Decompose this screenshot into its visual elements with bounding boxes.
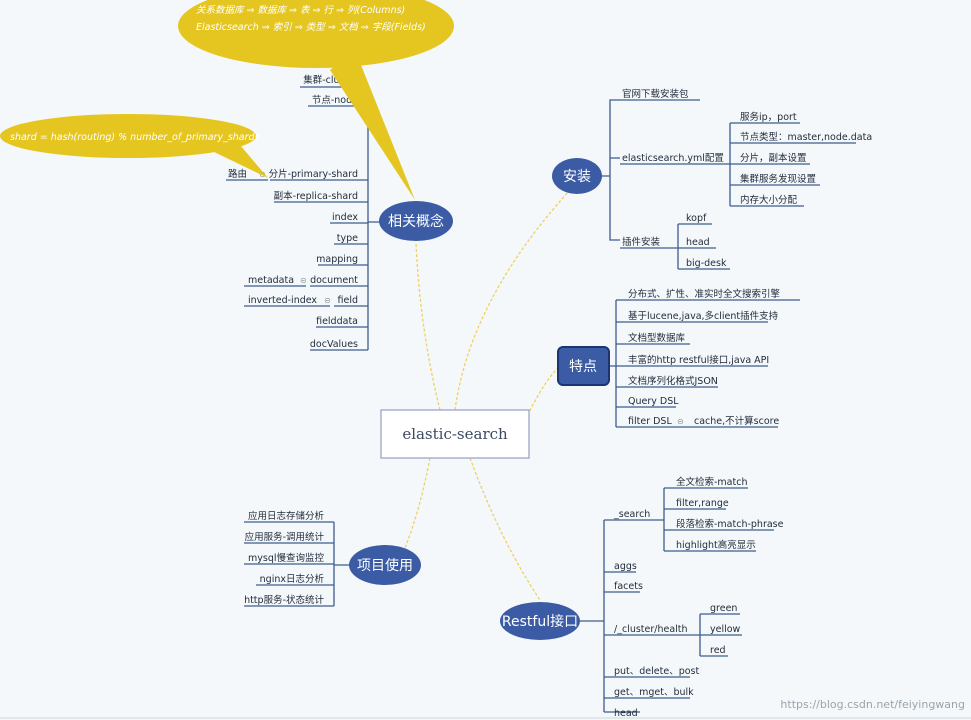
- search-child-2: 段落检索-match-phrase: [676, 518, 784, 530]
- config-child-2: 分片，副本设置: [740, 152, 807, 164]
- feature-4: 文档序列化格式JSON: [628, 375, 718, 387]
- concept-inverted: inverted-index: [248, 295, 317, 306]
- connector-usage: [404, 457, 431, 549]
- feature-1: 基于lucene,java,多client插件支持: [628, 310, 779, 322]
- config-child-3: 集群服务发现设置: [740, 173, 816, 185]
- callout-mapping-line-0: 关系数据库 ⇒ 数据库 ⇒ 表 ⇒ 行 ⇒ 列(Columns): [196, 5, 405, 16]
- plugin-child-1: head: [686, 237, 710, 248]
- center-label: elastic-search: [402, 425, 508, 443]
- restful-lines: [580, 487, 774, 713]
- topic-concepts-label: 相关概念: [388, 213, 444, 230]
- features-lines: [610, 299, 800, 428]
- topic-features-label: 特点: [569, 359, 597, 375]
- usage-1: 应用服务-调用统计: [245, 531, 325, 543]
- callout-shard-text: shard = hash(routing) % number_of_primar…: [10, 132, 260, 143]
- usage-lines: [244, 521, 368, 607]
- restful-search: _search: [613, 509, 650, 520]
- config-child-0: 服务ip，port: [740, 111, 797, 123]
- topic-usage[interactable]: 项目使用: [349, 545, 421, 585]
- topic-features[interactable]: 特点: [557, 346, 610, 386]
- topic-usage-label: 项目使用: [357, 557, 413, 574]
- config-child-4: 内存大小分配: [740, 194, 798, 206]
- concept-routing: 路由: [228, 168, 247, 180]
- concept-7: document: [310, 275, 358, 286]
- connector-restful: [469, 457, 541, 601]
- callout-mapping: 关系数据库 ⇒ 数据库 ⇒ 表 ⇒ 行 ⇒ 列(Columns) Elastic…: [178, 0, 454, 200]
- collapse-icon-inverted[interactable]: ⊝: [324, 296, 331, 305]
- concept-2: 分片-primary-shard: [269, 168, 358, 180]
- usage-4: http服务-状态统计: [244, 594, 324, 606]
- search-child-1: filter,range: [676, 498, 729, 509]
- usage-0: 应用日志存储分析: [248, 510, 325, 522]
- feature-filter-child: cache,不计算score: [694, 415, 779, 427]
- usage-3: nginx日志分析: [260, 573, 325, 585]
- callout-shard: shard = hash(routing) % number_of_primar…: [0, 114, 268, 178]
- concepts-lines: [226, 86, 380, 351]
- topic-restful[interactable]: Restful接口: [500, 602, 580, 640]
- concept-5: type: [337, 233, 358, 244]
- health-child-1: yellow: [710, 624, 741, 635]
- concept-10: docValues: [310, 339, 358, 350]
- callout-mapping-line-1: Elasticsearch ⇒ 索引 ⇒ 类型 ⇒ 文档 ⇒ 字段(Fields…: [196, 21, 426, 33]
- concept-9: fielddata: [316, 316, 358, 327]
- restful-item-2: /_cluster/health: [614, 624, 688, 635]
- concept-6: mapping: [316, 254, 358, 265]
- concept-1: 节点-node: [312, 95, 358, 106]
- topic-install-label: 安装: [563, 169, 591, 185]
- concept-3: 副本-replica-shard: [274, 190, 358, 202]
- feature-3: 丰富的http restful接口,java API: [628, 354, 769, 366]
- install-download: 官网下载安装包: [622, 88, 689, 100]
- restful-item-1: facets: [614, 581, 643, 592]
- install-config: elasticsearch.yml配置: [622, 153, 724, 164]
- concept-metadata: metadata: [248, 275, 294, 286]
- search-child-0: 全文检索-match: [676, 476, 747, 488]
- topic-concepts[interactable]: 相关概念: [379, 201, 453, 241]
- config-child-1: 节点类型：master,node.data: [740, 131, 872, 143]
- search-child-3: highlight高亮显示: [676, 539, 756, 551]
- plugin-child-2: big-desk: [686, 258, 727, 269]
- health-child-0: green: [710, 603, 737, 614]
- feature-2: 文档型数据库: [628, 332, 686, 344]
- feature-6: filter DSL: [628, 416, 672, 427]
- topic-install[interactable]: 安装: [552, 158, 602, 194]
- collapse-icon[interactable]: ⊝: [677, 417, 684, 426]
- health-child-2: red: [710, 645, 726, 656]
- concept-4: index: [332, 212, 358, 223]
- center-node[interactable]: elastic-search: [380, 409, 530, 459]
- restful-item-5: head: [614, 708, 638, 719]
- restful-item-4: get、mget、bulk: [614, 687, 694, 698]
- connector-install: [454, 189, 571, 411]
- install-lines: [600, 99, 856, 270]
- install-plugins: 插件安装: [622, 236, 661, 248]
- feature-0: 分布式、扩性、准实时全文搜索引擎: [628, 288, 781, 300]
- collapse-icon-metadata[interactable]: ⊝: [300, 276, 307, 285]
- feature-5: Query DSL: [628, 396, 679, 407]
- topic-restful-label: Restful接口: [502, 613, 578, 630]
- usage-2: mysql慢查询监控: [248, 552, 324, 564]
- concept-8: field: [338, 295, 359, 306]
- plugin-child-0: kopf: [686, 213, 707, 224]
- restful-item-0: aggs: [614, 561, 637, 572]
- restful-item-3: put、delete、post: [614, 666, 699, 677]
- watermark: https://blog.csdn.net/feiyingwang: [780, 698, 965, 711]
